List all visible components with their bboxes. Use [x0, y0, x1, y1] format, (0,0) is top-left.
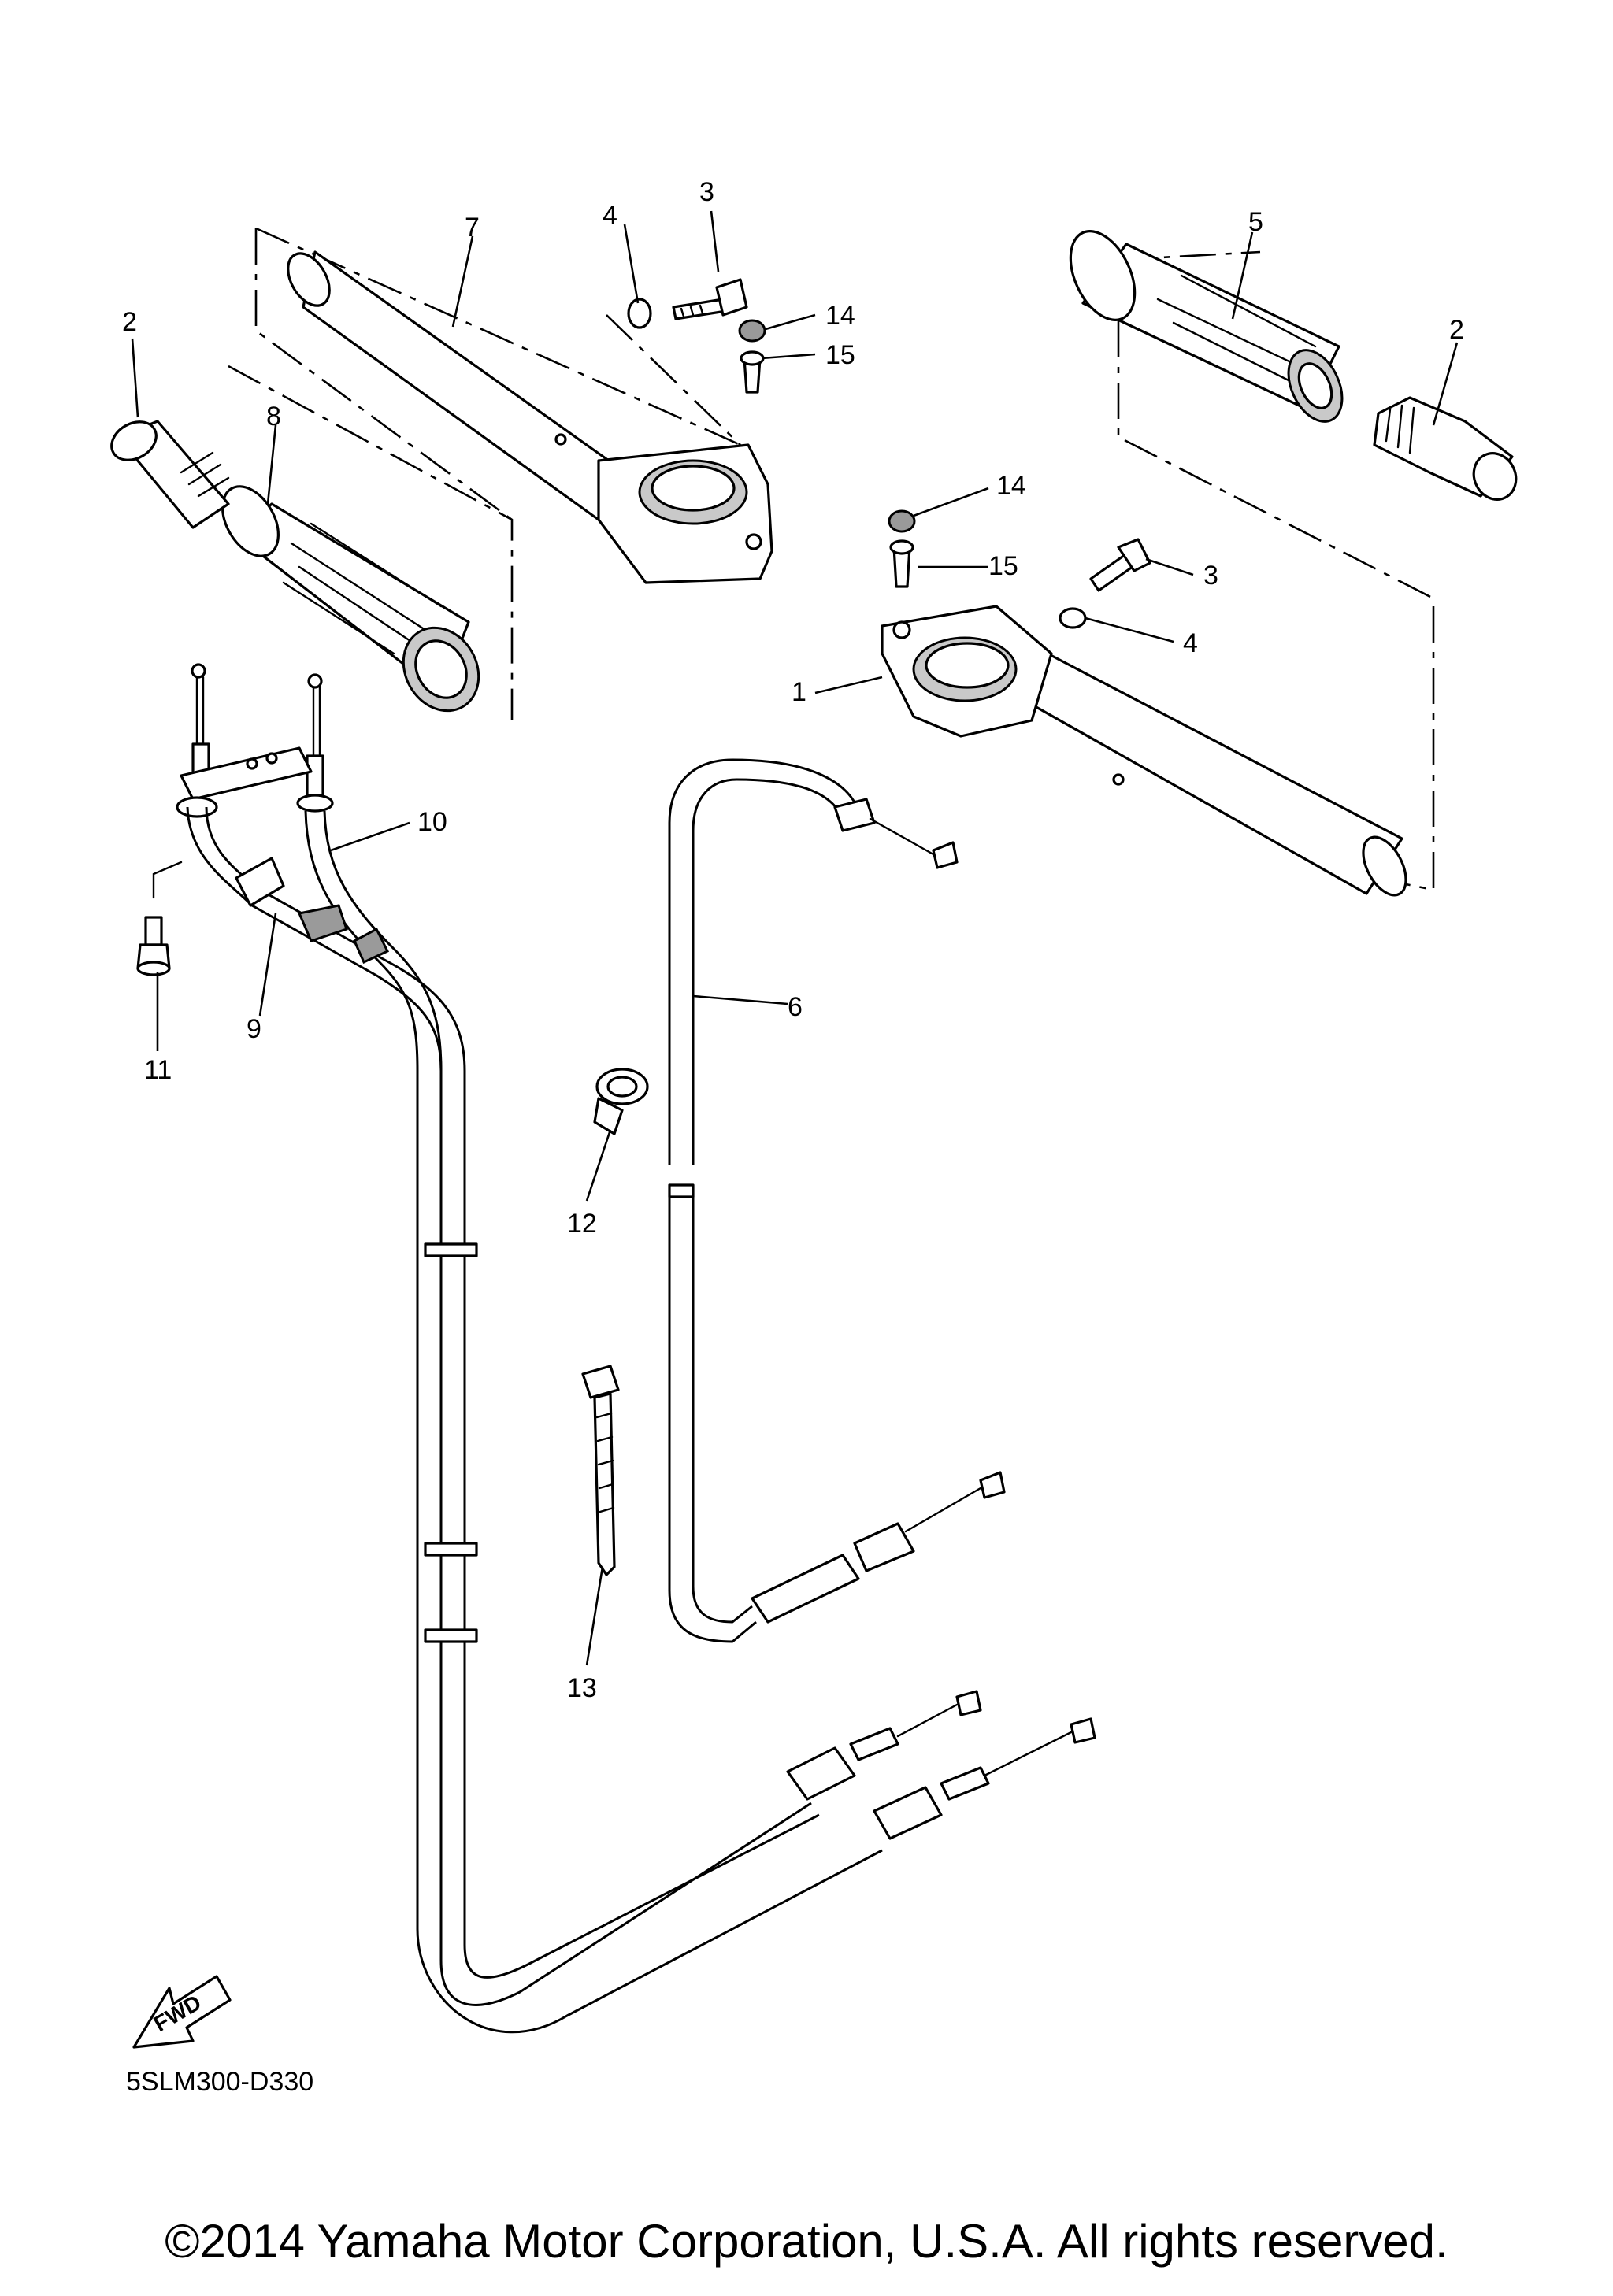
callout-5: 5: [1248, 207, 1263, 237]
clutch-cable: [668, 758, 1006, 1643]
callout-2-right: 2: [1449, 315, 1464, 345]
callout-15-top: 15: [825, 340, 855, 370]
bolt-11: [136, 861, 183, 976]
leader-lines: [131, 210, 1459, 1666]
callout-15-right: 15: [988, 551, 1018, 581]
callout-2-left: 2: [122, 307, 137, 337]
diagram-code: 5SLM300-D330: [126, 2067, 314, 2097]
callout-10: 10: [417, 807, 447, 837]
right-grip: [1069, 230, 1434, 600]
throttle-cables: [176, 663, 1096, 2034]
left-bar-end: [110, 420, 230, 529]
callout-4-right: 4: [1183, 628, 1198, 658]
callout-1: 1: [792, 677, 806, 707]
callout-9: 9: [247, 1014, 261, 1044]
callout-14-top: 14: [825, 301, 855, 331]
left-handlebar: [254, 227, 773, 584]
callout-11: 11: [144, 1055, 172, 1085]
top-fasteners: [627, 278, 766, 394]
callout-3-right: 3: [1203, 561, 1218, 591]
cable-tie: [581, 1365, 620, 1576]
callout-6: 6: [788, 992, 803, 1022]
right-fasteners: [888, 509, 1151, 629]
cable-clamp: [593, 1068, 649, 1135]
right-bar-end: [1373, 396, 1518, 501]
right-handlebar: [881, 605, 1435, 897]
left-grip: [221, 365, 514, 720]
callout-3-top: 3: [699, 177, 714, 207]
callout-12: 12: [567, 1209, 597, 1239]
callout-8: 8: [266, 402, 281, 431]
callout-14-right: 14: [996, 471, 1026, 501]
callout-4-top: 4: [603, 201, 617, 231]
copyright-notice: ©2014 Yamaha Motor Corporation, U.S.A. A…: [165, 2215, 1448, 2268]
callout-labels: 7 4 3 14 15 5 2 2 8 14 15 3 4 1 10 6 11 …: [122, 177, 1464, 1703]
callout-7: 7: [465, 213, 480, 243]
fwd-arrow: FWD: [132, 1975, 232, 2049]
callout-13: 13: [567, 1673, 597, 1703]
